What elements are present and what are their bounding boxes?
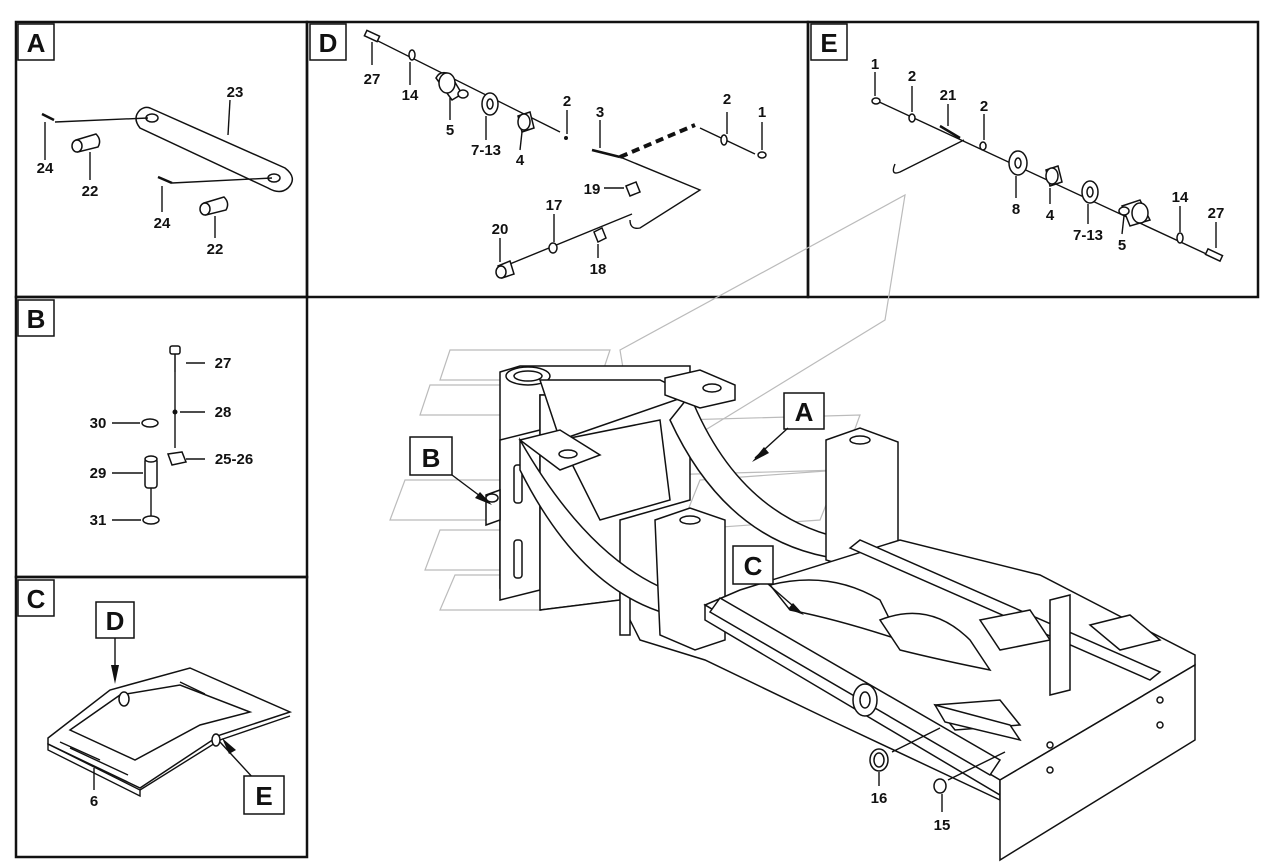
panel-e-parts bbox=[871, 72, 1224, 263]
callout-21: 21 bbox=[940, 87, 957, 104]
callout-20: 20 bbox=[492, 221, 509, 238]
main-frame-view bbox=[389, 193, 1196, 862]
callout-27: 27 bbox=[215, 355, 232, 372]
panel-e-label: E bbox=[810, 23, 848, 61]
link-plate bbox=[135, 106, 294, 193]
main-callout-box-b: B bbox=[409, 436, 492, 505]
callout-27: 27 bbox=[1208, 205, 1225, 222]
panel-d-parts bbox=[363, 29, 767, 279]
panel-a-label: A bbox=[17, 23, 55, 61]
svg-text:A: A bbox=[27, 28, 46, 58]
panel-d-label: D bbox=[309, 23, 347, 61]
callout-19: 19 bbox=[584, 181, 601, 198]
callout-2: 2 bbox=[908, 68, 916, 85]
main-callout-box-c: C bbox=[732, 545, 804, 615]
callout-7-13: 7-13 bbox=[1073, 227, 1103, 244]
panel-e-frame bbox=[806, 20, 1260, 299]
panel-b-parts bbox=[112, 345, 205, 525]
svg-text:C: C bbox=[27, 584, 46, 614]
callout-2: 2 bbox=[723, 91, 731, 108]
callout-2: 2 bbox=[980, 98, 988, 115]
callout-8: 8 bbox=[1012, 201, 1020, 218]
svg-text:B: B bbox=[27, 304, 46, 334]
sub-label-d: D bbox=[106, 606, 125, 636]
svg-text:A: A bbox=[795, 397, 814, 427]
callout-16: 16 bbox=[871, 790, 888, 807]
callout-25-26: 25-26 bbox=[215, 451, 253, 468]
callout-5: 5 bbox=[446, 122, 454, 139]
callout-2: 2 bbox=[563, 93, 571, 110]
svg-text:B: B bbox=[422, 443, 441, 473]
panel-d-frame bbox=[305, 20, 810, 299]
main-callout-box-a: A bbox=[752, 392, 825, 462]
callout-7-13: 7-13 bbox=[471, 142, 501, 159]
svg-text:E: E bbox=[820, 28, 837, 58]
callout-22: 22 bbox=[82, 183, 99, 200]
svg-text:C: C bbox=[744, 551, 763, 581]
sub-label-e: E bbox=[255, 781, 272, 811]
callout-24: 24 bbox=[37, 160, 54, 177]
callout-18: 18 bbox=[590, 261, 607, 278]
callout-4: 4 bbox=[1046, 207, 1055, 224]
callout-28: 28 bbox=[215, 404, 232, 421]
callout-4: 4 bbox=[516, 152, 525, 169]
callout-14: 14 bbox=[402, 87, 419, 104]
callout-3: 3 bbox=[596, 104, 604, 121]
callout-6: 6 bbox=[90, 793, 98, 810]
callout-24: 24 bbox=[154, 215, 171, 232]
svg-text:D: D bbox=[319, 28, 338, 58]
callout-1: 1 bbox=[871, 56, 879, 73]
callout-14: 14 bbox=[1172, 189, 1189, 206]
callout-1: 1 bbox=[758, 104, 766, 121]
callout-30: 30 bbox=[90, 415, 107, 432]
callout-31: 31 bbox=[90, 512, 107, 529]
callout-29: 29 bbox=[90, 465, 107, 482]
panel-c-parts: D E bbox=[47, 601, 293, 815]
panel-a-parts bbox=[41, 99, 294, 238]
panel-c-label: C bbox=[17, 579, 55, 617]
panel-b-label: B bbox=[17, 299, 55, 337]
panel-b-frame bbox=[14, 295, 309, 579]
callout-17: 17 bbox=[546, 197, 563, 214]
callout-22: 22 bbox=[207, 241, 224, 258]
callout-15: 15 bbox=[934, 817, 951, 834]
callout-5: 5 bbox=[1118, 237, 1126, 254]
callout-23: 23 bbox=[227, 84, 244, 101]
panel-c-frame bbox=[14, 575, 309, 859]
callout-27: 27 bbox=[364, 71, 381, 88]
